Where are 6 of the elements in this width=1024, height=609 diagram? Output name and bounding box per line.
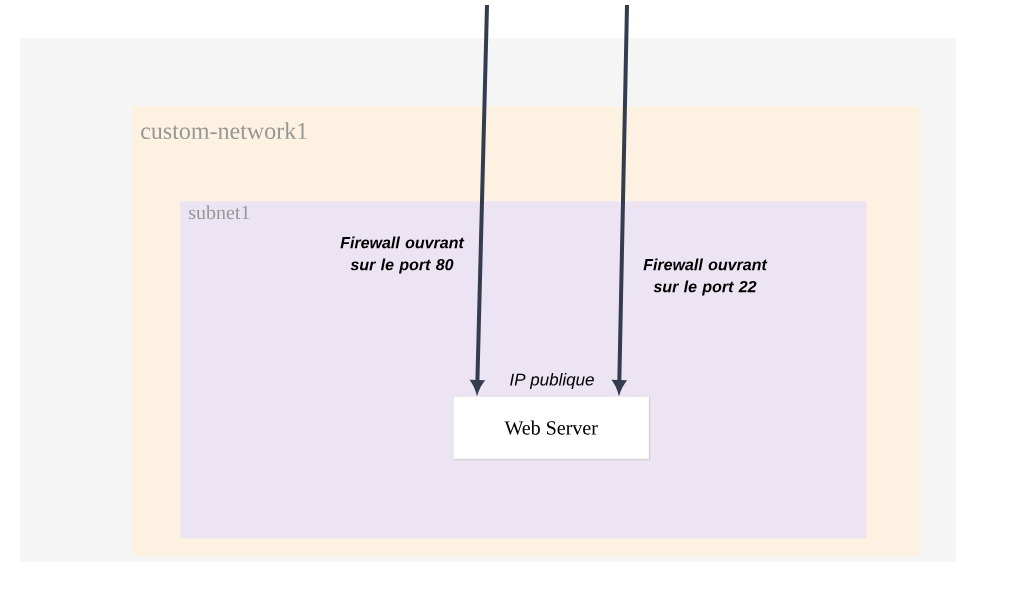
node-label: IP publique	[510, 373, 594, 389]
edge-label: Firewall ouvrant sur le port 22	[629, 257, 781, 297]
edge-label: Firewall ouvrant sur le port 80	[326, 235, 478, 275]
server-box: Web Server	[453, 396, 651, 461]
arrow	[612, 4, 629, 393]
arrow	[471, 4, 489, 393]
